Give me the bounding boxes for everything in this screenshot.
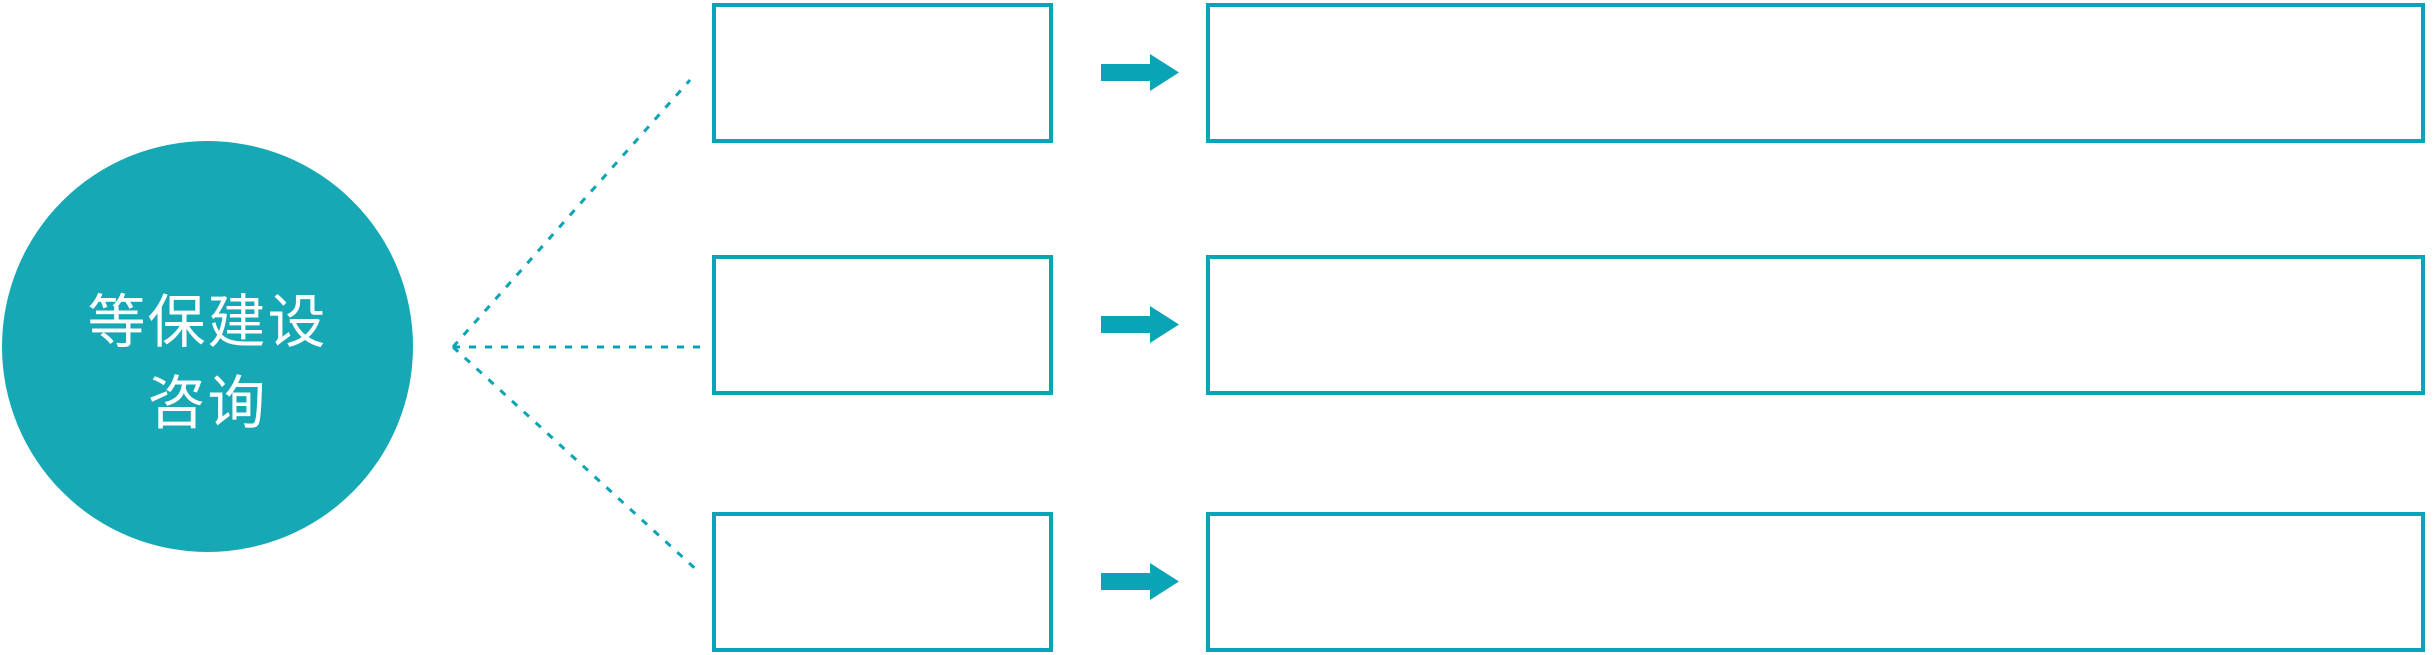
branch-box-1 bbox=[712, 3, 1053, 143]
detail-box-2 bbox=[1206, 255, 2425, 395]
branch-row-3 bbox=[0, 512, 2434, 652]
root-node-label: 等保建设 咨询 bbox=[87, 282, 327, 444]
branch-box-2 bbox=[712, 255, 1053, 395]
right-arrow-icon bbox=[1101, 563, 1179, 600]
branch-box-3 bbox=[712, 512, 1053, 652]
right-arrow-icon bbox=[1101, 306, 1179, 343]
root-label-line2: 咨询 bbox=[147, 370, 268, 436]
detail-box-1 bbox=[1206, 3, 2425, 143]
branch-row-1 bbox=[0, 3, 2434, 143]
right-arrow-icon bbox=[1101, 54, 1179, 91]
dotted-connector-bottom-icon bbox=[451, 345, 702, 575]
branch-row-2 bbox=[0, 255, 2434, 395]
root-label-line1: 等保建设 bbox=[87, 289, 328, 355]
dotted-connector-top-icon bbox=[451, 79, 692, 348]
root-node-circle: 等保建设 咨询 bbox=[2, 141, 413, 552]
detail-box-3 bbox=[1206, 512, 2425, 652]
